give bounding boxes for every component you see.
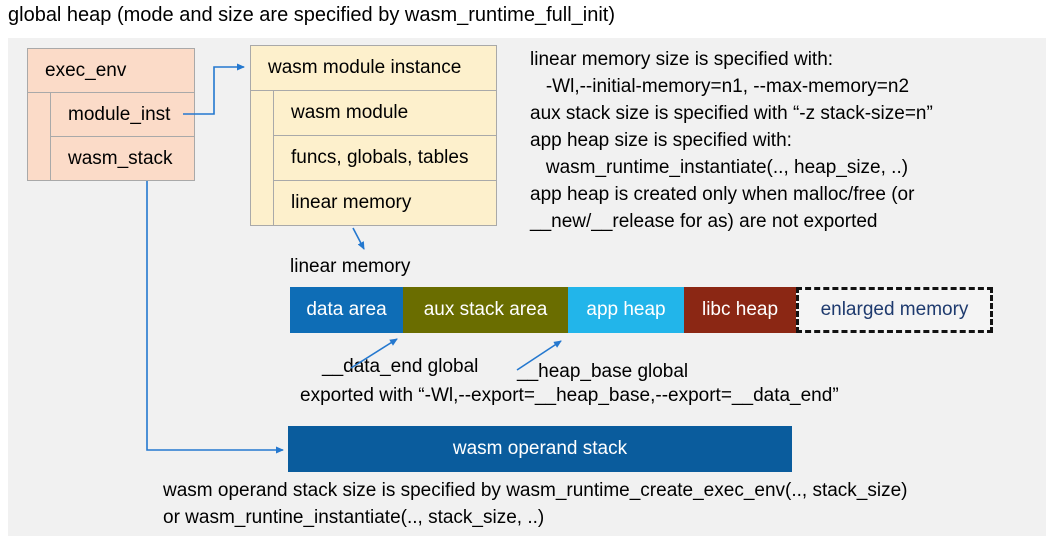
linear-memory-label: linear memory bbox=[290, 256, 411, 277]
module-instance-row-funcs-globals-tables: funcs, globals, tables bbox=[273, 136, 496, 181]
exec-env-box: exec_env module_inst wasm_stack bbox=[27, 48, 195, 181]
module-instance-header: wasm module instance bbox=[251, 46, 496, 91]
memory-segment-aux-stack-area: aux stack area bbox=[403, 287, 568, 333]
wasm-operand-stack-bar: wasm operand stack bbox=[288, 426, 792, 472]
linear-memory-note: linear memory size is specified with: -W… bbox=[530, 49, 933, 232]
exec-env-row-wasm-stack: wasm_stack bbox=[50, 137, 194, 180]
exec-env-rows: module_inst wasm_stack bbox=[50, 93, 194, 180]
diagram-title: global heap (mode and size are specified… bbox=[8, 4, 615, 26]
data-end-label: __data_end global bbox=[322, 356, 479, 377]
memory-segment-app-heap: app heap bbox=[568, 287, 684, 333]
exported-with-label: exported with “-Wl,--export=__heap_base,… bbox=[300, 385, 839, 406]
wasm-operand-stack-label: wasm operand stack bbox=[452, 438, 628, 459]
memory-segment-libc-heap: libc heap bbox=[684, 287, 796, 333]
memory-segment-enlarged-memory: enlarged memory bbox=[796, 287, 993, 333]
module-instance-box: wasm module instance wasm module funcs, … bbox=[250, 45, 497, 226]
operand-stack-note: wasm operand stack size is specified by … bbox=[163, 480, 908, 528]
module-instance-row-linear-memory: linear memory bbox=[273, 181, 496, 225]
module-instance-row-wasm-module: wasm module bbox=[273, 91, 496, 136]
exec-env-header: exec_env bbox=[28, 49, 194, 93]
heap-base-label: __heap_base global bbox=[517, 361, 689, 382]
module-instance-rows: wasm module funcs, globals, tables linea… bbox=[273, 91, 496, 225]
memory-segment-data-area: data area bbox=[290, 287, 403, 333]
exec-env-row-module-inst: module_inst bbox=[50, 93, 194, 137]
